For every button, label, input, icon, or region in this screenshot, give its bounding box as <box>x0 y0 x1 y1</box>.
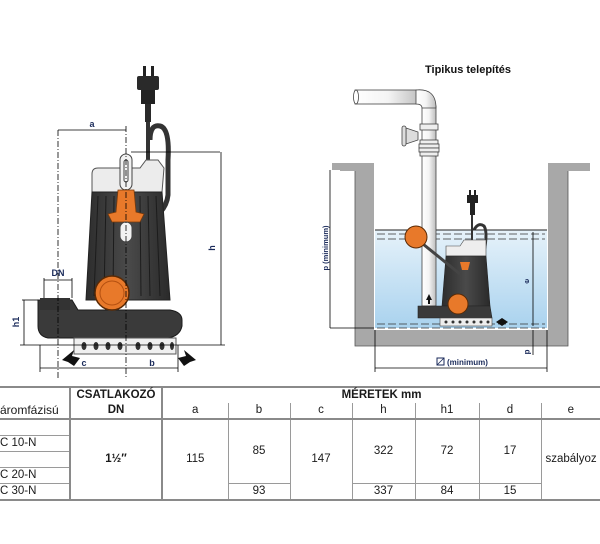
installation-title: Tipikus telepítés <box>425 64 511 76</box>
header-col-b: b <box>227 403 290 419</box>
cell-a: 115 <box>161 418 228 501</box>
left-pump-drawing: a DN c b h h1 <box>11 66 225 378</box>
model-row-0 <box>0 418 70 436</box>
dim-label-c: c <box>81 358 86 368</box>
power-plug-icon <box>137 66 159 122</box>
cell-h1-group2: 84 <box>414 483 479 501</box>
float-ball-icon <box>94 275 130 311</box>
pump-dimension-diagram: a DN c b h h1 Tipikus telepítés <box>11 64 590 378</box>
header-col-c: c <box>289 403 352 419</box>
dim-label-minimum: (minimum) <box>447 358 488 367</box>
header-col-a: a <box>161 403 228 419</box>
model-row-2 <box>0 451 70 468</box>
cell-b-group1: 85 <box>227 418 290 484</box>
cell-e: szabályoz <box>540 418 600 501</box>
dim-label-h1: h1 <box>11 317 21 328</box>
cell-h-group2: 337 <box>351 483 415 501</box>
cell-d-group1: 17 <box>478 418 541 484</box>
dim-label-e: e <box>524 277 529 286</box>
header-dn: DN <box>69 403 162 419</box>
header-connector: CSATLAKOZÓ <box>69 386 162 403</box>
installation-drawing: Tipikus telepítés <box>321 64 590 372</box>
dimensions-table: CSATLAKOZÓ MÉRETEK mm áromfázisú DN a b … <box>0 386 600 501</box>
header-phase-blank <box>0 386 70 403</box>
dim-label-a: a <box>89 119 95 129</box>
inlet-arrow-right-icon <box>178 350 196 366</box>
header-col-e: e <box>540 403 600 419</box>
dim-label-h: h <box>207 245 217 251</box>
square-symbol-icon <box>436 357 445 366</box>
header-dimensions-title: MÉRETEK mm <box>160 386 600 403</box>
cell-h-group1: 322 <box>351 418 415 484</box>
header-col-d: d <box>478 403 541 419</box>
header-col-h1: h1 <box>414 403 479 419</box>
flow-up-arrow-icon <box>426 294 432 304</box>
model-row-3: C 20-N <box>0 467 70 484</box>
cell-b-group2: 93 <box>227 483 290 501</box>
cell-dn: 1½″ <box>69 418 162 501</box>
dim-label-b: b <box>149 358 155 368</box>
dim-label-dn: DN <box>52 268 65 278</box>
dim-label-d: d <box>523 350 532 355</box>
installed-pump <box>404 190 508 327</box>
cell-c: 147 <box>289 418 352 501</box>
dim-label-p-minimum: p (minimum) <box>321 225 330 270</box>
cell-h1-group1: 72 <box>414 418 479 484</box>
valve-handwheel-icon <box>405 127 419 145</box>
model-row-1: C 10-N <box>0 435 70 452</box>
header-col-h: h <box>351 403 415 419</box>
header-three-phase: áromfázisú <box>0 403 59 417</box>
inlet-arrow-left-icon <box>62 350 80 366</box>
cell-d-group2: 15 <box>478 483 541 501</box>
model-row-4: C 30-N <box>0 483 70 501</box>
